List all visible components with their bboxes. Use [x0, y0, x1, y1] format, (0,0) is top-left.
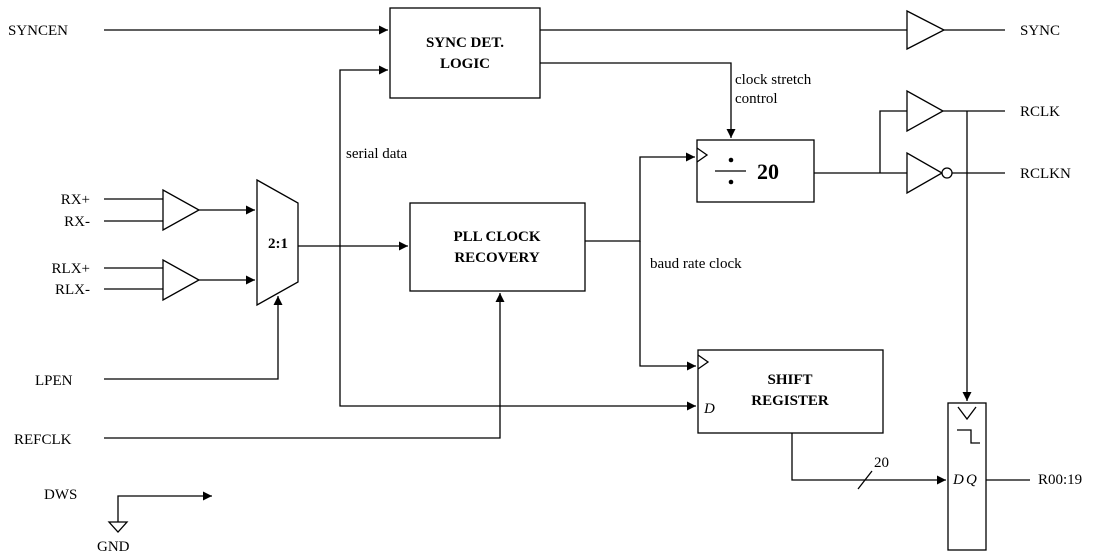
lpen-label: LPEN [35, 373, 73, 389]
rx-input-buffer [162, 188, 201, 232]
rx-minus-label: RX- [64, 214, 90, 230]
serial-data-to-shift-register-wire [339, 246, 696, 411]
shift-clock-input-symbol [697, 354, 710, 370]
baud-clock-to-divider-wire [585, 152, 695, 242]
clock-stretch-wire [540, 62, 736, 138]
pll-title-1: PLL CLOCK [453, 229, 540, 245]
shift-d-label: D [703, 401, 715, 417]
rlx-plus-label: RLX+ [52, 261, 90, 277]
sync-det-title-1: SYNC DET. [426, 35, 504, 51]
serial-data-to-sync-det-wire [339, 65, 388, 246]
r-out-label: R00:19 [1038, 472, 1082, 488]
rlx-input-buffer [162, 258, 201, 302]
divider-clock-input-symbol [696, 147, 709, 163]
rclk-output-buffer [906, 89, 945, 133]
mux-2-to-1 [256, 178, 299, 307]
rclkn-inverting-buffer [906, 151, 944, 195]
sync-label: SYNC [1020, 23, 1060, 39]
bus-width-slash [857, 470, 873, 490]
mux-label: 2:1 [268, 236, 288, 252]
baud-rate-clock-label: baud rate clock [650, 256, 742, 272]
divide-dot-bottom [728, 179, 734, 185]
clock-stretch-label: clock stretch [735, 72, 812, 88]
dws-label: DWS [44, 487, 77, 503]
rx-plus-label: RX+ [61, 192, 90, 208]
refclk-label: REFCLK [14, 432, 72, 448]
divider-value: 20 [757, 159, 779, 184]
pll-title-2: RECOVERY [454, 250, 539, 266]
rlx-minus-label: RLX- [55, 282, 90, 298]
latch-edge-symbol [957, 429, 980, 444]
sync-det-title-2: LOGIC [440, 56, 490, 72]
latch-clock-symbol [957, 406, 977, 421]
baud-clock-to-shift-register-wire [639, 241, 696, 371]
ground-symbol [107, 521, 129, 533]
gnd-label: GND [97, 539, 130, 555]
shift-register-block [697, 349, 884, 434]
sync-output-buffer [906, 9, 946, 51]
shift-title-1: SHIFT [767, 372, 812, 388]
rclk-label: RCLK [1020, 104, 1060, 120]
serial-data-label: serial data [346, 146, 408, 162]
dws-wire [117, 491, 212, 522]
rclkn-label: RCLKN [1020, 166, 1071, 182]
sync-det-logic-block [389, 7, 541, 99]
output-latch-block [947, 402, 987, 551]
shift-to-latch-bus [791, 433, 946, 485]
lpen-wire [104, 296, 283, 380]
clock-stretch-control-label: control [735, 91, 778, 107]
refclk-wire [104, 293, 505, 439]
divider-to-rclk-buffer-wire [879, 110, 907, 173]
rclkn-inversion-bubble [941, 167, 953, 179]
syncen-label: SYNCEN [8, 23, 68, 39]
latch-d-label: D [952, 472, 964, 488]
latch-q-label: Q [966, 472, 977, 488]
shift-title-2: REGISTER [751, 393, 829, 409]
divide-dot-top [728, 157, 734, 163]
pll-clock-recovery-block [409, 202, 586, 292]
divide-by-20-block [696, 139, 815, 203]
bus-width-label: 20 [874, 455, 889, 471]
